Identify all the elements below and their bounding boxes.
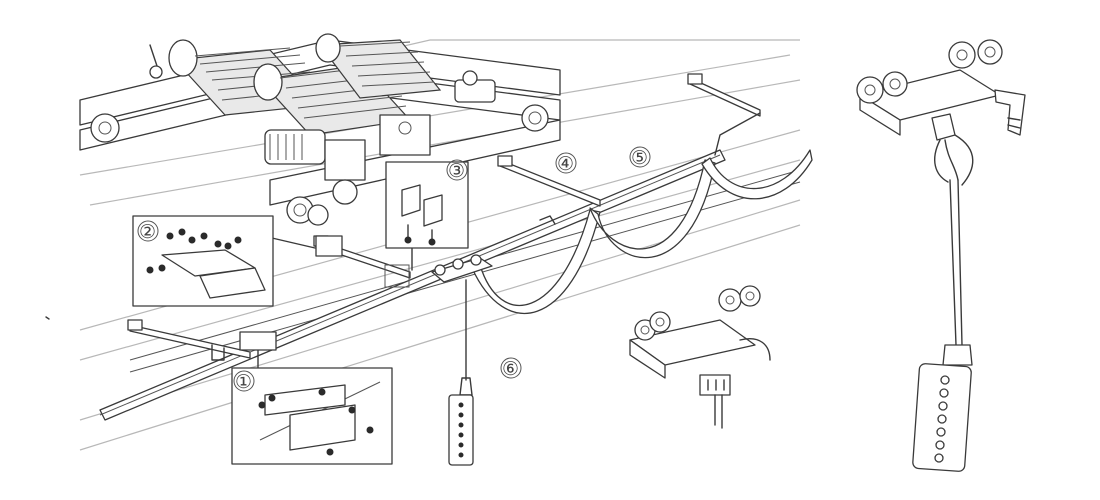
hoist-drum-3 [315,33,442,99]
cable-carrier-isolated [629,285,771,429]
callout-3: ③ [448,160,465,182]
callout-3-ring [446,159,468,181]
gearbox [379,70,496,156]
callout-1: ① [235,371,252,393]
callout-2: ② [139,221,156,243]
detail-box-1 [231,331,393,465]
hoist-motor [264,129,366,205]
festoon-track [99,149,726,421]
cable-trolley [431,254,493,283]
stray-mark [45,316,50,320]
callout-6: ⑥ [502,358,519,380]
callout-5: ⑤ [631,147,648,169]
detail-box-3 [385,161,469,271]
crane-trolley [79,33,561,226]
pendant-control-small [448,279,474,466]
callout-4: ④ [557,153,574,175]
pendant-assembly-large [856,39,1026,472]
callout-6-ring [500,357,522,379]
callout-5-ring [629,146,651,168]
callout-2-ring [137,220,159,242]
festoon-cable [471,149,813,315]
callout-4-ring [555,152,577,174]
detail-box-2 [132,215,343,307]
callout-1-ring [233,370,255,392]
